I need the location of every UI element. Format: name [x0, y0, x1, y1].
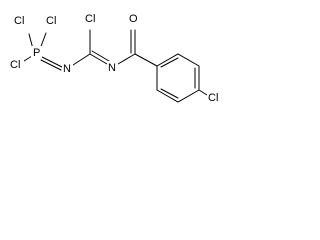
- atom-label-p: P: [33, 47, 40, 59]
- structure-canvas: Cl Cl P Cl N Cl N O Cl: [0, 0, 242, 113]
- bond-ring-cl: [198, 89, 208, 96]
- atom-label-o: O: [129, 13, 138, 25]
- bond-c-ring: [134, 53, 158, 67]
- atom-label-n: N: [108, 62, 116, 74]
- atom-label-cl: Cl: [10, 59, 20, 71]
- bond-p-n-inner: [40, 59, 62, 71]
- chemical-structure-drawing: Cl Cl P Cl N Cl N O Cl: [9, 12, 222, 104]
- atom-label-n: N: [63, 63, 71, 75]
- atom-label-cl: Cl: [14, 15, 24, 27]
- ring-double-bond-1: [160, 57, 179, 68]
- bond-c-n-inner: [91, 50, 110, 62]
- bond-p-cl-left: [23, 55, 33, 62]
- bond-p-n-outer: [41, 56, 63, 68]
- atom-label-cl: Cl: [85, 13, 95, 25]
- atom-label-cl: Cl: [46, 15, 56, 27]
- ring-double-bond-3: [160, 88, 179, 99]
- bond-lines: [23, 29, 208, 103]
- benzene-ring: [156, 53, 200, 103]
- atom-label-cl: Cl: [208, 92, 218, 104]
- bond-n-c-carbonyl: [117, 53, 136, 65]
- bond-c-n-outer: [89, 53, 108, 65]
- bond-n-c-imidoyl: [72, 53, 91, 66]
- atom-labels: Cl Cl P Cl N Cl N O Cl: [9, 12, 222, 104]
